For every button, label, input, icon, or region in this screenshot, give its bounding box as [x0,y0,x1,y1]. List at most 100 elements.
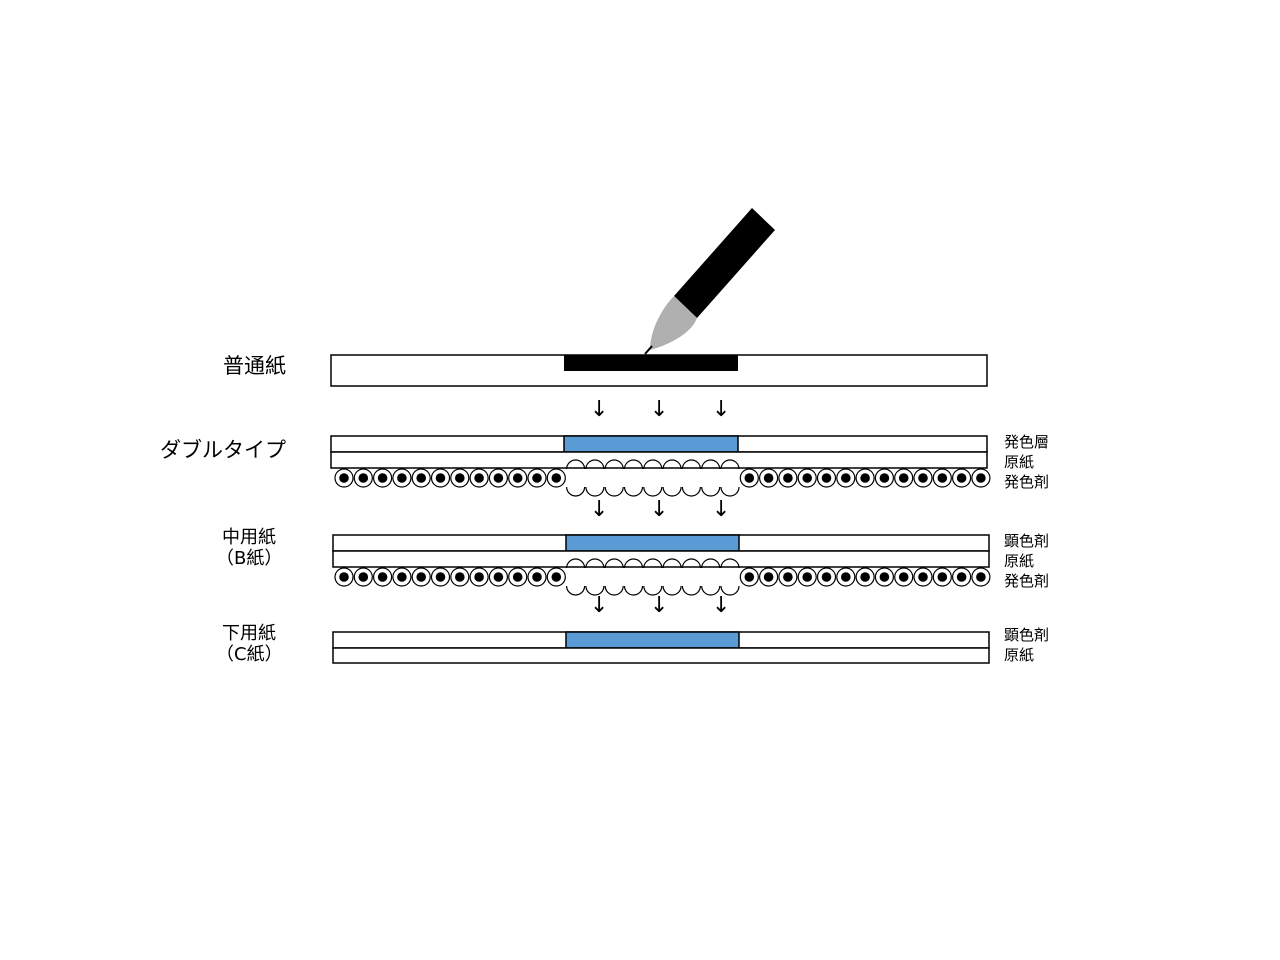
microcapsule-dye [937,572,948,582]
microcapsule-dye [493,473,504,483]
row-label-bottom-paper-line2: （C紙） [216,643,283,665]
layer-label-bottom-developer: 顕色剤 [1004,626,1050,644]
pressure-arrow: ↓ [590,397,609,422]
double-type-color-mark [563,435,739,453]
broken-microcapsule [681,459,701,497]
layer-label-double-color-former: 発色剤 [1004,473,1050,491]
pressure-arrow: ↓ [590,497,609,522]
microcapsule-dye [397,473,407,483]
microcapsule-dye [763,473,774,483]
microcapsule-dye [763,572,774,582]
middle-paper-sheet [332,534,991,596]
microcapsule-dye [783,572,793,582]
microcapsule-dye [821,572,832,582]
broken-microcapsule [662,558,682,596]
microcapsule-dye [532,473,542,483]
microcapsule-dye [744,473,755,483]
broken-microcapsule [585,558,605,596]
pen-body [674,208,775,318]
microcapsule-dye [956,572,967,582]
broken-microcapsule [662,459,682,497]
row-label-middle-paper-line2: （B紙） [216,547,283,569]
pen-point [644,345,653,355]
microcapsule-dye [339,572,349,582]
microcapsule-dye [512,473,523,483]
microcapsule-dye [377,473,388,483]
microcapsule-dye [377,572,388,582]
microcapsule-dye [435,473,446,483]
microcapsule-dye [841,572,851,582]
broken-microcapsule [623,459,644,497]
microcapsule-dye [879,473,890,483]
pressure-arrow: ↓ [712,593,731,618]
broken-microcapsule [604,558,624,596]
microcapsule-dye [918,572,928,582]
microcapsule-dye [358,572,369,582]
middle-paper-base-paper [332,550,990,568]
microcapsule-dye [474,473,484,483]
microcapsule-dye [416,473,427,483]
pressure-arrow: ↓ [650,397,669,422]
pressure-arrow: ↓ [712,397,731,422]
middle-paper-color-mark [565,534,740,552]
double-type-capsules [334,459,991,497]
microcapsule-dye [802,572,812,582]
microcapsule-dye [879,572,890,582]
microcapsule-dye [821,473,832,483]
bottom-paper-base-paper [332,647,990,664]
row-label-bottom-paper-line1: 下用紙 [222,623,276,644]
microcapsule-dye [416,572,427,582]
microcapsule-dye [841,473,851,483]
layer-label-middle-developer: 顕色剤 [1004,532,1050,550]
broken-microcapsule [604,459,624,497]
double-type-base-paper [330,451,988,469]
row-label-double-type: ダブルタイプ [160,438,286,462]
bottom-paper-sheet [332,631,990,664]
microcapsule-dye [860,473,870,483]
layer-label-bottom-base-paper: 原紙 [1004,646,1035,664]
microcapsule-dye [860,572,870,582]
microcapsule-dye [512,572,523,582]
bottom-paper-color-mark [565,631,740,649]
plain-paper-written-mark [564,355,738,371]
microcapsule-dye [455,572,465,582]
microcapsule-dye [532,572,542,582]
broken-microcapsule [623,558,644,596]
microcapsule-dye [435,572,446,582]
microcapsule-dye [976,572,986,582]
microcapsule-dye [493,572,504,582]
microcapsule-dye [937,473,948,483]
layer-label-middle-color-former: 発色剤 [1004,572,1050,590]
broken-microcapsule [701,459,721,497]
broken-microcapsule [566,558,586,596]
row-label-bottom-paper: 下用紙 （C紙） [216,623,283,665]
broken-microcapsule [681,558,701,596]
broken-microcapsule [585,459,605,497]
microcapsule-dye [339,473,349,483]
pen-icon [644,208,775,355]
broken-microcapsule [643,459,663,497]
microcapsule-dye [976,473,986,483]
microcapsule-dye [898,572,909,582]
middle-paper-capsules [334,558,991,596]
microcapsule-dye [474,572,484,582]
broken-microcapsule [720,459,740,497]
layer-label-double-color-layer: 発色層 [1004,433,1050,451]
plain-paper-sheet [330,354,988,387]
microcapsule-dye [455,473,465,483]
microcapsule-dye [918,473,928,483]
broken-microcapsule [720,558,740,596]
microcapsule-dye [551,572,562,582]
layer-label-double-base-paper: 原紙 [1004,453,1035,471]
microcapsule-dye [898,473,909,483]
pressure-arrow: ↓ [650,497,669,522]
microcapsule-dye [956,473,967,483]
row-label-middle-paper: 中用紙 （B紙） [216,527,282,569]
microcapsule-dye [397,572,407,582]
microcapsule-dye [744,572,755,582]
microcapsule-dye [358,473,369,483]
pressure-arrow: ↓ [712,497,731,522]
broken-microcapsule [701,558,721,596]
pen-tip [650,296,697,350]
